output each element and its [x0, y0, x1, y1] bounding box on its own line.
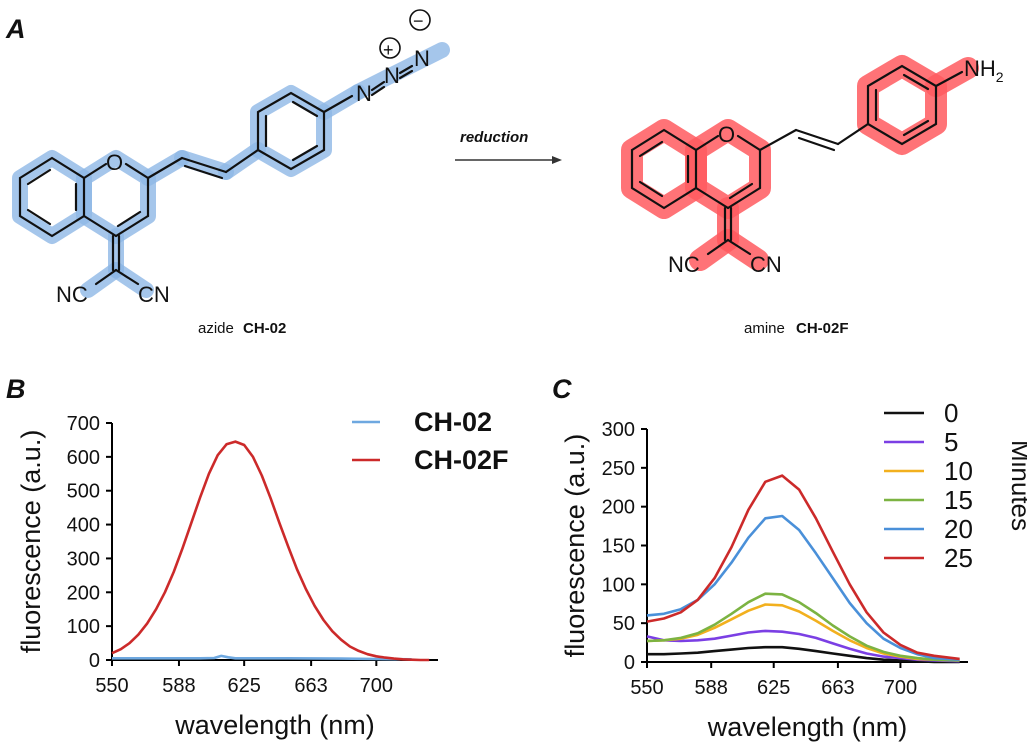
minus-charge-icon — [409, 9, 431, 31]
y-tick-label: 700 — [67, 413, 100, 435]
azide-caption-name: CH-02 — [243, 320, 286, 337]
x-tick-label: 550 — [630, 677, 663, 699]
x-tick-label: 550 — [95, 675, 128, 697]
y-tick-label: 200 — [67, 582, 100, 604]
legend-label: CH-02 — [414, 407, 492, 437]
y-tick-label: 100 — [67, 616, 100, 638]
series-line-20 — [646, 514, 960, 661]
series-line-ch-02f — [111, 440, 430, 662]
amine-oxygen-atom: O — [718, 122, 735, 147]
amine-cn-group: CN — [750, 252, 782, 277]
legend-label: 25 — [944, 543, 973, 573]
x-tick-label: 625 — [227, 675, 260, 697]
x-axis-label: wavelength (nm) — [174, 710, 375, 740]
azide-oxygen-atom: O — [106, 150, 123, 175]
amine-caption-prefix: amine — [744, 320, 785, 337]
azide-nc-group: NC — [56, 282, 88, 307]
x-tick-label: 625 — [757, 677, 790, 699]
y-tick-label: 200 — [602, 497, 635, 519]
y-axis-label: fluorescence (a.u.) — [560, 434, 590, 658]
x-tick-label: 588 — [162, 675, 195, 697]
x-tick-label: 700 — [360, 675, 393, 697]
azide-n1-atom: N — [356, 81, 372, 106]
amine-nc-group: NC — [668, 252, 700, 277]
y-tick-label: 0 — [624, 652, 635, 674]
series-line-5 — [646, 629, 960, 663]
y-tick-label: 0 — [89, 650, 100, 672]
amine-glow — [621, 55, 979, 271]
azide-cn-group: CN — [138, 282, 170, 307]
legend-label: 10 — [944, 456, 973, 486]
amine-caption-name: CH-02F — [796, 320, 849, 337]
y-tick-label: 50 — [613, 613, 635, 635]
series-line-25 — [646, 474, 960, 661]
legend-label: 20 — [944, 514, 973, 544]
x-tick-label: 663 — [821, 677, 854, 699]
azide-n3-atom: N — [414, 46, 430, 71]
x-axis-label: wavelength (nm) — [707, 712, 908, 742]
legend-title: Minutes — [1006, 440, 1027, 531]
y-tick-label: 300 — [67, 548, 100, 570]
legend-label: CH-02F — [414, 445, 509, 475]
legend-label: 15 — [944, 485, 973, 515]
series-line-ch-02 — [112, 654, 412, 661]
y-tick-label: 500 — [67, 481, 100, 503]
arrow-head-icon — [552, 156, 562, 164]
y-axis-label: fluorescence (a.u.) — [16, 430, 46, 654]
azide-bonds — [18, 91, 354, 286]
legend-label: 0 — [944, 398, 958, 428]
series-line-15 — [646, 592, 960, 662]
y-tick-label: 600 — [67, 447, 100, 469]
x-tick-label: 663 — [294, 675, 327, 697]
x-tick-label: 588 — [695, 677, 728, 699]
y-tick-label: 400 — [67, 515, 100, 537]
azide-caption-prefix: azide — [198, 320, 234, 337]
plus-charge-icon — [379, 37, 401, 59]
y-tick-label: 300 — [602, 419, 635, 441]
amine-nh2-group: NH2 — [964, 56, 1004, 85]
panel-label-b: B — [6, 374, 26, 404]
azide-molecule: O N N N + − NC CN — [12, 9, 450, 307]
y-tick-label: 150 — [602, 536, 635, 558]
x-tick-label: 700 — [884, 677, 917, 699]
y-tick-label: 250 — [602, 458, 635, 480]
amine-molecule: O NH2 NC CN — [621, 55, 1004, 277]
minus-charge-sign: − — [413, 11, 424, 31]
panel-label-c: C — [552, 374, 572, 404]
y-tick-label: 100 — [602, 574, 635, 596]
azide-n2-atom: N — [384, 63, 400, 88]
reaction-label: reduction — [460, 129, 528, 146]
amine-bonds — [630, 64, 964, 256]
series-line-0 — [647, 645, 960, 664]
chart-b: 550 588 625 663 700 0 100 200 300 400 500 600 700 wav… — [16, 407, 509, 740]
panel-label-a: A — [5, 14, 26, 44]
legend-label: 5 — [944, 427, 958, 457]
plus-charge-sign: + — [383, 40, 394, 60]
